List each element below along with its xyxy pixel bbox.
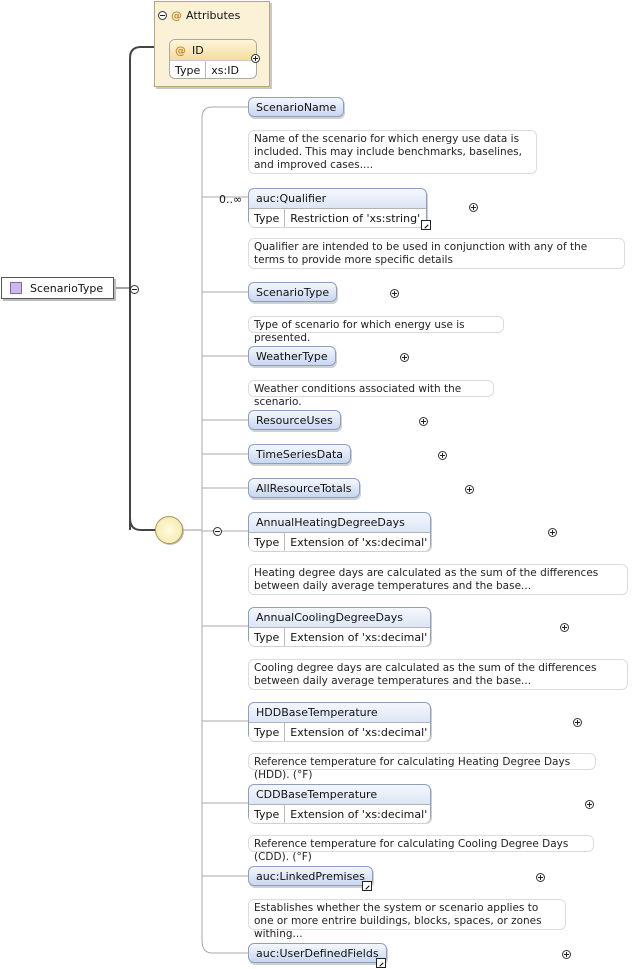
type-label: Type — [249, 533, 286, 551]
expand-icon[interactable] — [399, 353, 409, 362]
reference-link-icon[interactable] — [376, 958, 386, 968]
element-name: auc:Qualifier — [249, 189, 426, 209]
element-name: AllResourceTotals — [256, 481, 352, 495]
attributes-header: @ Attributes — [158, 8, 240, 22]
attribute-at-icon: @ — [175, 43, 186, 57]
element-time-series-data[interactable]: TimeSeriesData — [248, 444, 352, 464]
expand-icon[interactable] — [468, 203, 478, 212]
attribute-id[interactable]: @ ID Type xs:ID — [169, 39, 257, 79]
element-doc: Name of the scenario for which energy us… — [248, 130, 537, 174]
expand-icon[interactable] — [465, 485, 474, 494]
sequence-compositor[interactable] — [155, 516, 183, 544]
element-doc: Heating degree days are calculated as th… — [248, 564, 628, 595]
attributes-group: @ Attributes @ ID Type xs:ID — [154, 1, 270, 87]
collapse-icon[interactable] — [158, 10, 167, 20]
element-doc: Reference temperature for calculating Co… — [248, 835, 594, 863]
element-annual-heating-degree-days[interactable]: AnnualHeatingDegreeDays Type Extension o… — [248, 512, 431, 551]
element-linked-premises[interactable]: auc:LinkedPremises — [248, 866, 373, 886]
element-name: ResourceUses — [256, 413, 333, 427]
element-name: WeatherType — [256, 349, 328, 363]
element-name: AnnualHeatingDegreeDays — [249, 513, 430, 533]
type-label: Type — [170, 61, 207, 78]
element-name: TimeSeriesData — [256, 447, 344, 461]
element-doc: Weather conditions associated with the s… — [248, 380, 494, 408]
type-value: Extension of 'xs:decimal' — [290, 725, 428, 739]
cardinality-label: 0..∞ — [219, 193, 243, 206]
element-weather-type[interactable]: WeatherType — [248, 346, 336, 366]
root-complex-type[interactable]: ScenarioType — [1, 277, 114, 299]
type-value: Extension of 'xs:decimal' — [290, 807, 428, 821]
type-label: Type — [249, 209, 286, 227]
expand-icon[interactable] — [562, 950, 571, 959]
expand-icon[interactable] — [585, 800, 594, 809]
attribute-name: ID — [192, 43, 204, 57]
element-cdd-base-temperature[interactable]: CDDBaseTemperature Type Extension of 'xs… — [248, 784, 431, 823]
reference-link-icon[interactable] — [421, 220, 431, 230]
element-resource-uses[interactable]: ResourceUses — [248, 410, 341, 430]
expand-icon[interactable] — [437, 451, 447, 460]
element-annual-cooling-degree-days[interactable]: AnnualCoolingDegreeDays Type Extension o… — [248, 607, 431, 646]
complex-type-icon — [10, 282, 22, 294]
element-name: auc:LinkedPremises — [256, 869, 365, 883]
expand-icon[interactable] — [419, 417, 428, 426]
element-user-defined-fields[interactable]: auc:UserDefinedFields — [248, 943, 387, 963]
element-all-resource-totals[interactable]: AllResourceTotals — [248, 478, 360, 498]
element-scenario-name[interactable]: ScenarioName — [248, 97, 345, 117]
element-name: auc:UserDefinedFields — [256, 946, 379, 960]
element-qualifier[interactable]: auc:Qualifier Type Restriction of 'xs:st… — [248, 188, 427, 227]
expand-icon[interactable] — [535, 873, 545, 882]
expand-icon[interactable] — [390, 289, 399, 298]
expand-icon[interactable] — [547, 528, 557, 537]
expand-icon[interactable] — [251, 54, 260, 63]
type-value: Extension of 'xs:decimal' — [290, 630, 428, 644]
element-name: ScenarioType — [256, 285, 330, 299]
element-doc: Qualifier are intended to be used in con… — [248, 238, 625, 269]
element-scenario-type[interactable]: ScenarioType — [248, 282, 338, 302]
element-name: ScenarioName — [256, 100, 337, 114]
type-label: Type — [249, 628, 286, 646]
type-value: xs:ID — [211, 64, 239, 77]
root-label: ScenarioType — [30, 281, 104, 295]
element-doc: Reference temperature for calculating He… — [248, 753, 596, 781]
type-value: Extension of 'xs:decimal' — [290, 535, 428, 549]
reference-link-icon[interactable] — [362, 881, 372, 891]
element-name: HDDBaseTemperature — [249, 703, 430, 723]
element-doc: Establishes whether the system or scenar… — [248, 899, 566, 940]
attributes-label: Attributes — [186, 8, 241, 22]
element-hdd-base-temperature[interactable]: HDDBaseTemperature Type Extension of 'xs… — [248, 702, 431, 741]
element-doc: Cooling degree days are calculated as th… — [248, 659, 628, 690]
element-name: CDDBaseTemperature — [249, 785, 430, 805]
element-doc: Type of scenario for which energy use is… — [248, 316, 504, 344]
expand-icon[interactable] — [560, 623, 569, 632]
collapse-icon[interactable] — [129, 285, 139, 294]
collapse-icon[interactable] — [213, 527, 222, 536]
attribute-at-icon: @ — [171, 8, 182, 22]
type-value: Restriction of 'xs:string' — [290, 211, 421, 225]
element-name: AnnualCoolingDegreeDays — [249, 608, 430, 628]
type-label: Type — [249, 805, 286, 823]
type-label: Type — [249, 723, 286, 741]
expand-icon[interactable] — [572, 718, 582, 727]
